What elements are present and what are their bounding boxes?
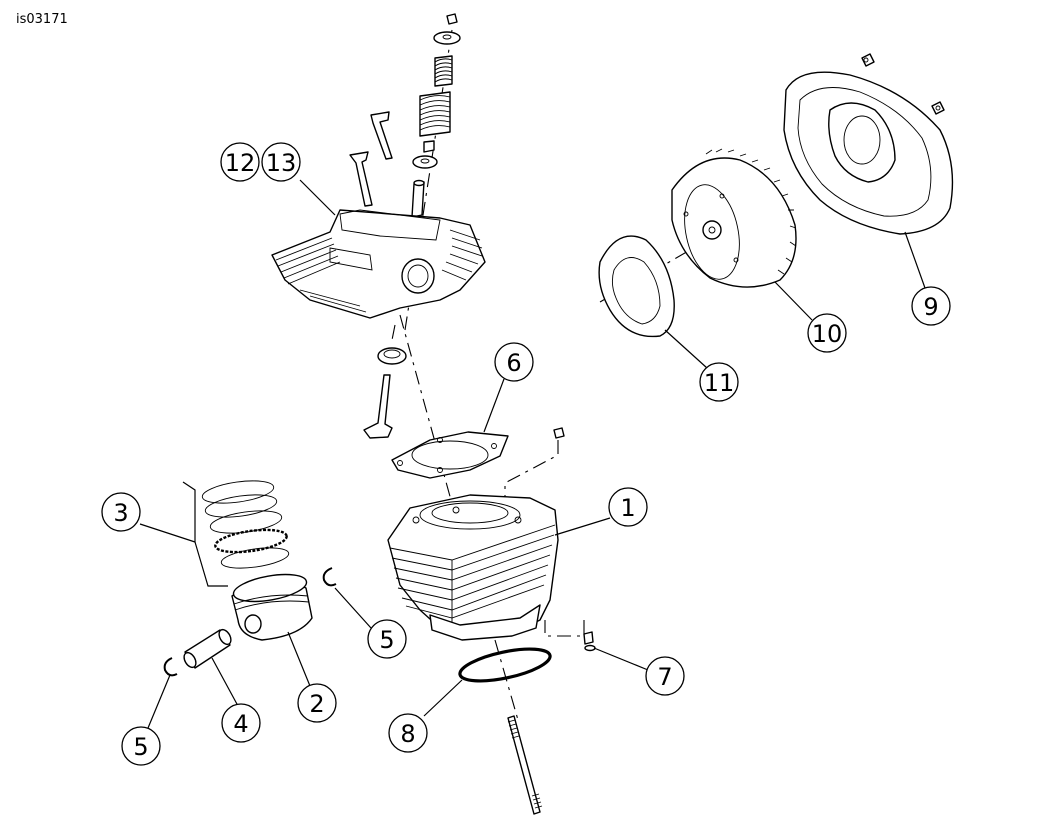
callout-3: 3 [101,492,141,532]
top-dowel [553,427,565,439]
head-gasket [391,431,509,479]
valve-guide [411,179,425,218]
cylinder-barrel [387,494,559,641]
callout-label: 9 [923,293,938,321]
callout-7: 7 [645,656,685,696]
gudgeon-pin [183,628,232,669]
callout-label: 4 [233,710,248,738]
callout-13: 13 [261,142,301,182]
callout-label: 5 [133,733,148,761]
callout-label: 7 [657,663,672,691]
outer-valve-spring [419,91,451,137]
diagram-id: is03171 [16,12,68,27]
spring-seat [412,155,438,169]
bottom-dowel [583,631,594,645]
piston-rings [201,480,290,569]
callout-label: 3 [113,499,128,527]
callout-12: 12 [220,142,260,182]
valve-collets [446,13,458,25]
valve-stem-seal [423,140,435,153]
valve-seat-insert [377,347,407,365]
callout-1: 1 [608,487,648,527]
callout-label: 5 [379,626,394,654]
air-filter-seal [598,235,675,338]
callout-label: 2 [309,690,324,718]
callout-5-right: 5 [367,619,407,659]
callout-10: 10 [807,313,847,353]
inner-valve-spring [434,55,453,87]
callout-label: 1 [620,494,635,522]
callout-9: 9 [911,286,951,326]
cylinder-head [271,209,486,319]
inlet-valve [349,151,373,207]
piston [231,573,313,641]
callout-label: 13 [266,149,297,177]
small-o-ring [584,644,596,652]
callout-label: 11 [704,369,735,397]
callout-label: 12 [225,149,256,177]
base-o-ring [458,647,552,683]
callout-6: 6 [494,342,534,382]
leader-lines [139,179,926,729]
air-filter-backplate [783,53,954,235]
exhaust-valve [370,111,393,160]
cylinder-stud [507,715,543,815]
callout-label: 8 [400,720,415,748]
callout-4: 4 [221,703,261,743]
callout-2: 2 [297,683,337,723]
lower-valve [363,374,393,439]
callout-11: 11 [699,362,739,402]
callout-label: 10 [812,320,843,348]
callout-5-left: 5 [121,726,161,766]
right-circlip [322,567,337,587]
callout-8: 8 [388,713,428,753]
air-filter-element [671,148,797,288]
left-circlip [163,657,178,677]
valve-spring-cap [433,31,461,45]
callout-label: 6 [506,349,521,377]
